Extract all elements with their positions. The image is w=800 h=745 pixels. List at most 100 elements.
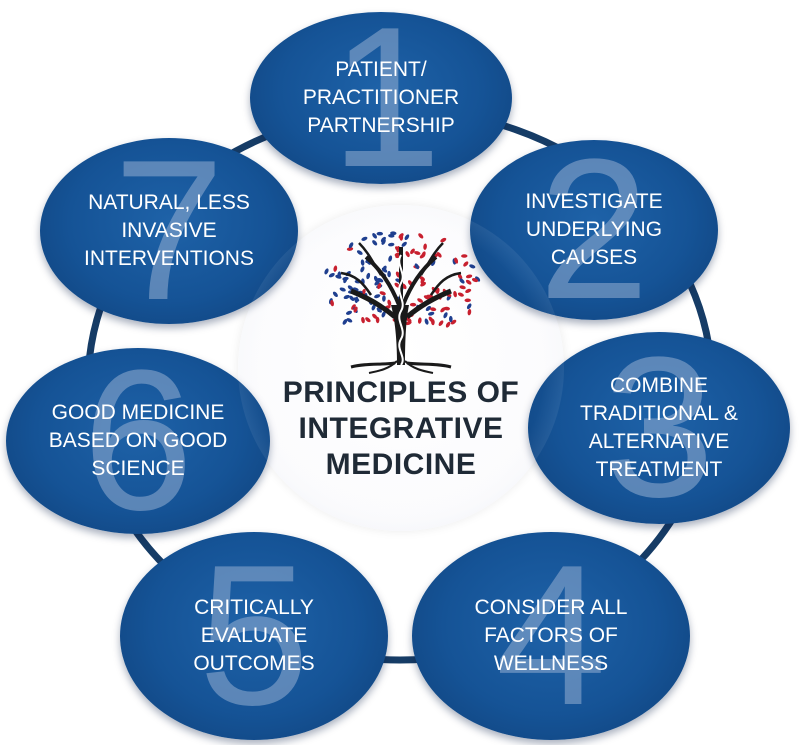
tree-leaf: [394, 282, 400, 288]
tree-leaf: [372, 233, 377, 239]
tree-leaf: [353, 306, 358, 313]
principle-label: PATIENT/ PRACTITIONER PARTNERSHIP: [258, 56, 504, 140]
tree-leaf: [372, 313, 378, 319]
principle-node-4: 4 CONSIDER ALL FACTORS OF WELLNESS: [412, 532, 690, 740]
tree-leaf: [381, 311, 386, 318]
tree-leaf: [464, 298, 471, 303]
tree-leaf: [380, 236, 386, 243]
principle-label: CONSIDER ALL FACTORS OF WELLNESS: [420, 594, 682, 678]
tree-leaf: [374, 294, 381, 299]
tree-leaf: [324, 268, 329, 275]
tree-leaf: [330, 299, 334, 307]
tree-leaf: [401, 283, 407, 290]
tree-leaf: [443, 312, 448, 319]
tree-leaf: [395, 246, 401, 252]
principle-number: 4: [495, 532, 607, 740]
principle-number: 2: [538, 140, 650, 320]
tree-leaf: [348, 242, 354, 249]
principle-label: INVESTIGATE UNDERLYING CAUSES: [478, 188, 710, 272]
label-line: ALTERNATIVE: [588, 430, 730, 453]
tree-leaf: [332, 291, 338, 297]
label-line: CRITICALLY: [194, 596, 314, 619]
tree-leaf: [390, 231, 397, 236]
principle-node-5: 5 CRITICALLY EVALUATE OUTCOMES: [120, 532, 388, 740]
label-line: WELLNESS: [493, 652, 609, 675]
center-title-line: INTEGRATIVE: [298, 412, 504, 445]
tree-leaf: [429, 307, 437, 312]
tree-leaf: [360, 259, 365, 266]
tree-leaf: [346, 247, 354, 251]
tree-leaf: [461, 254, 468, 258]
tree-leaf: [373, 275, 379, 282]
principle-number: 7: [113, 138, 225, 324]
principle-label: CRITICALLY EVALUATE OUTCOMES: [128, 594, 380, 678]
tree-leaf: [410, 248, 415, 255]
label-line: OUTCOMES: [193, 652, 315, 675]
label-line: COMBINE: [609, 374, 708, 397]
tree-leaf: [351, 304, 356, 310]
tree-leaf: [376, 307, 382, 313]
tree-leaf: [401, 241, 407, 247]
tree-leaf: [465, 288, 472, 293]
tree-leaf: [388, 242, 395, 247]
tree-leaf: [346, 318, 353, 323]
tree-leaf: [361, 316, 365, 324]
label-line: INVESTIGATE: [525, 190, 663, 213]
tree-leaf: [345, 310, 353, 315]
tree-leaf: [465, 279, 472, 285]
tree-leaf: [465, 274, 473, 279]
principle-node-1: 1 PATIENT/ PRACTITIONER PARTNERSHIP: [250, 12, 512, 184]
center-title-line: PRINCIPLES OF: [282, 376, 520, 409]
center-title-line: MEDICINE: [325, 448, 477, 481]
tree-leaf: [459, 285, 466, 290]
tree-leaf: [328, 272, 335, 278]
label-line: SCIENCE: [91, 457, 185, 480]
tree-leaf: [388, 255, 393, 262]
tree-leaf: [414, 251, 421, 255]
tree-leaf: [453, 290, 457, 298]
tree-leaf: [471, 278, 479, 283]
tree-leaf: [349, 295, 355, 301]
tree-leaf: [405, 321, 412, 326]
label-line: INVASIVE: [121, 219, 217, 242]
tree-leaf: [454, 257, 459, 264]
principle-node-2: 2 INVESTIGATE UNDERLYING CAUSES: [470, 140, 718, 320]
tree-leaf: [428, 311, 435, 316]
tree-leaf: [459, 278, 465, 284]
tree-leaf: [342, 319, 348, 325]
tree-leaf: [419, 253, 426, 259]
label-line: TREATMENT: [595, 458, 723, 481]
tree-leaf: [475, 276, 481, 282]
tree-leaf: [398, 233, 404, 239]
principle-number: 1: [330, 12, 442, 184]
label-line: CONSIDER ALL: [474, 596, 628, 619]
principle-node-6: 6 GOOD MEDICINE BASED ON GOOD SCIENCE: [6, 348, 270, 534]
tree-leaf: [469, 264, 476, 269]
label-line: CAUSES: [550, 246, 638, 269]
principle-label: GOOD MEDICINE BASED ON GOOD SCIENCE: [14, 399, 262, 483]
tree-leaf: [342, 276, 349, 281]
tree-leaf: [361, 236, 368, 241]
tree-leaf: [424, 318, 429, 325]
tree-leaf: [382, 295, 386, 302]
tree-leaf: [438, 320, 444, 326]
tree-leaf: [417, 298, 423, 303]
tree-leaf: [463, 261, 469, 267]
tree-leaf: [339, 287, 346, 292]
tree-leaf: [466, 303, 472, 310]
tree-leaf: [379, 291, 386, 296]
label-line: BASED ON GOOD: [48, 429, 228, 452]
label-line: NATURAL, LESS: [88, 191, 250, 214]
label-line: PATIENT/: [335, 58, 427, 81]
tree-leaf: [387, 270, 391, 278]
tree-leaf: [337, 271, 342, 278]
tree-leaf: [448, 315, 453, 323]
tree-leaf: [366, 272, 371, 280]
label-line: TRADITIONAL &: [580, 402, 738, 425]
tree-leaf: [371, 304, 376, 311]
tree-leaf: [425, 305, 432, 312]
principle-number: 5: [198, 532, 310, 740]
tree-leaf: [457, 273, 463, 280]
tree-leaf: [405, 317, 412, 323]
